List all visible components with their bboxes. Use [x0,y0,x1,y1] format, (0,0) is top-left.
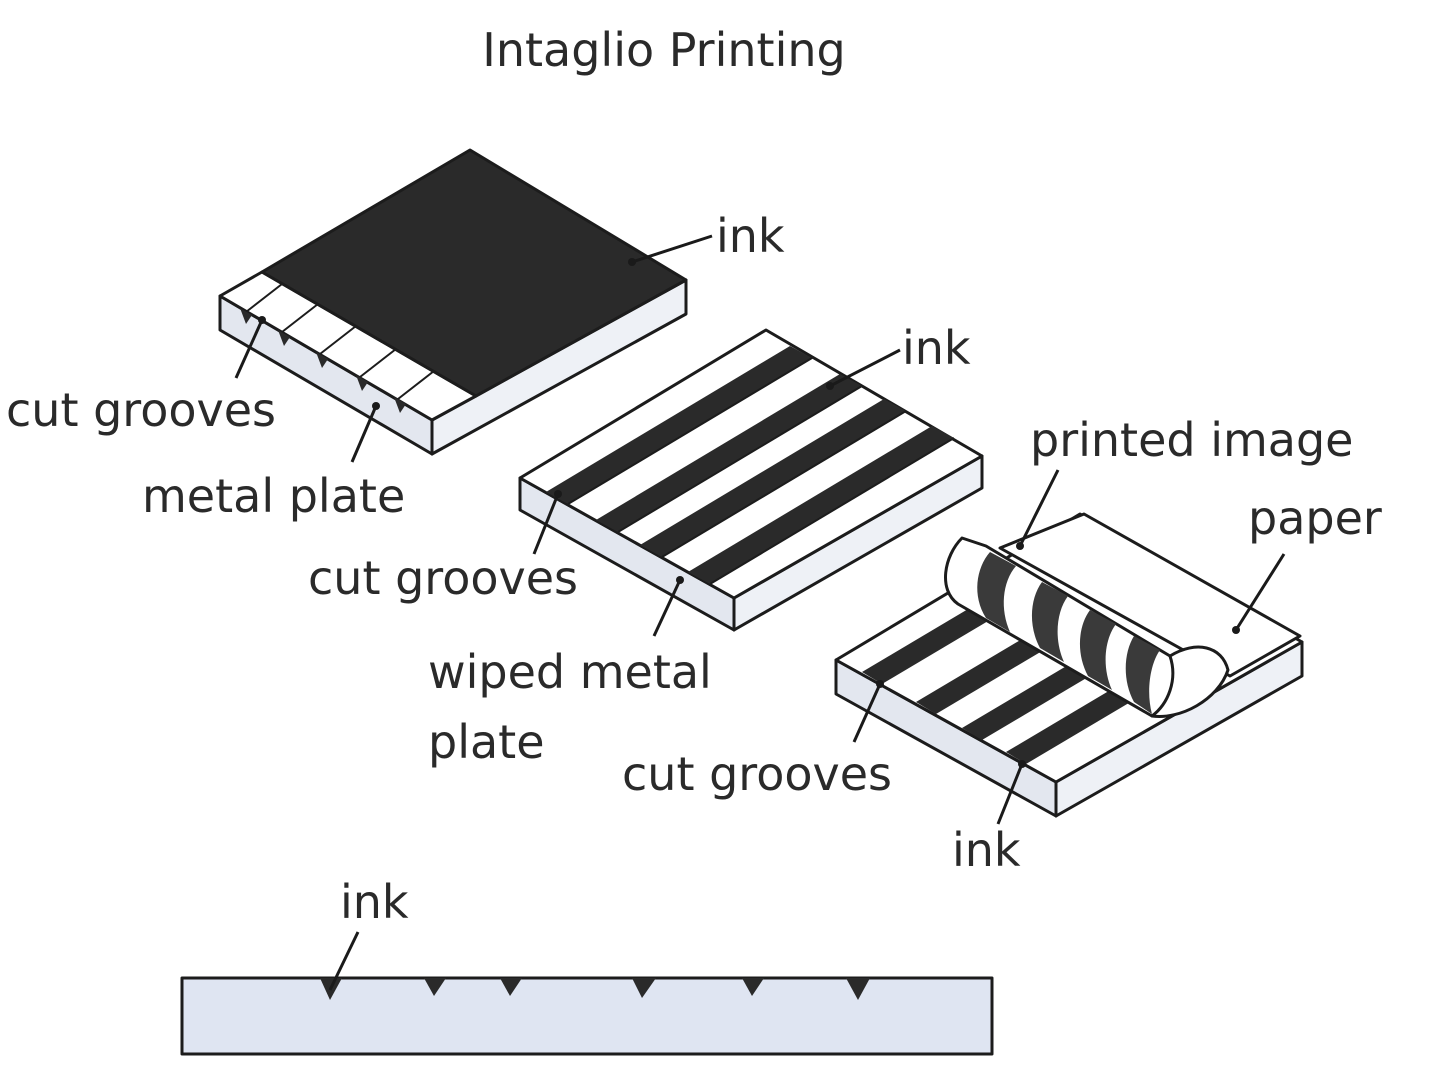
plate3-paper-leader [1234,553,1286,631]
plate3-grooves-label: cut grooves [622,747,892,801]
plate3-grooves-leader-dot [876,680,884,688]
plate3-ink-label: ink [952,823,1021,877]
wiped-metal-plate [518,328,984,632]
inked-metal-plate [218,148,688,456]
plate1-groove-notches [240,308,406,413]
plate3-image-leader [1018,469,1060,547]
cross-section-plate [180,976,994,1056]
plate3-image-label: printed image [1030,413,1353,467]
paper-roll-end [1150,645,1230,719]
plate1-plate-leader [350,405,378,463]
plate2-ink-grooves [546,346,954,584]
plate2-ink-label: ink [902,321,971,375]
plate1-ink-label: ink [716,209,785,263]
plate2-grooves-leader-dot [554,490,562,498]
plate1-ink-area [260,148,688,398]
printed-image-stripes [977,552,1160,714]
plate3-ink-grooves [862,596,1154,764]
plate2-grooves-leader [532,493,560,555]
plate1-ink-leader-dot [628,258,636,266]
plate2-grooves-label: cut grooves [308,551,578,605]
plate2-plate-leader [652,579,682,637]
cross-section-ink-leader [328,931,360,991]
notch-5 [742,978,764,996]
plate1-grooves-label: cut grooves [6,383,276,437]
plate3-ink-leader [996,763,1024,825]
plate2-ink-leader-dot [826,382,834,390]
plate3-paper-label: paper [1248,491,1382,545]
notch-2 [424,978,446,996]
diagram-title: Intaglio Printing [482,23,845,77]
plate2-top-face [518,328,984,600]
plate2-plate-label-line1: wiped metal [428,645,712,699]
notch-6 [846,978,870,1000]
notch-3 [500,978,522,996]
plate2-plate-label-line2: plate [428,715,545,769]
plate1-plate-label: metal plate [142,469,405,523]
printing-plate-with-paper [834,512,1304,818]
plate2-plate-leader-dot [676,576,684,584]
plate2-ridge-lines [567,357,955,585]
plate-cross-section [180,976,994,1056]
plate3-ink-leader-dot [1018,760,1026,768]
plate2-ink-leader [829,348,901,388]
plate1-groove-lines [245,283,435,400]
cross-section-ink-label: ink [340,875,409,929]
plate1-grooves-leader-dot [258,316,266,324]
plate3-paper-leader-dot [1232,626,1240,634]
plate1-plate-leader-dot [372,402,380,410]
paper-sheet [998,512,1302,678]
notch-4 [632,978,656,998]
plate1-ink-leader [631,234,713,264]
plate3-grooves-leader [852,683,882,743]
plate3-image-leader-dot [1016,542,1024,550]
plate1-grooves-leader [234,319,264,379]
